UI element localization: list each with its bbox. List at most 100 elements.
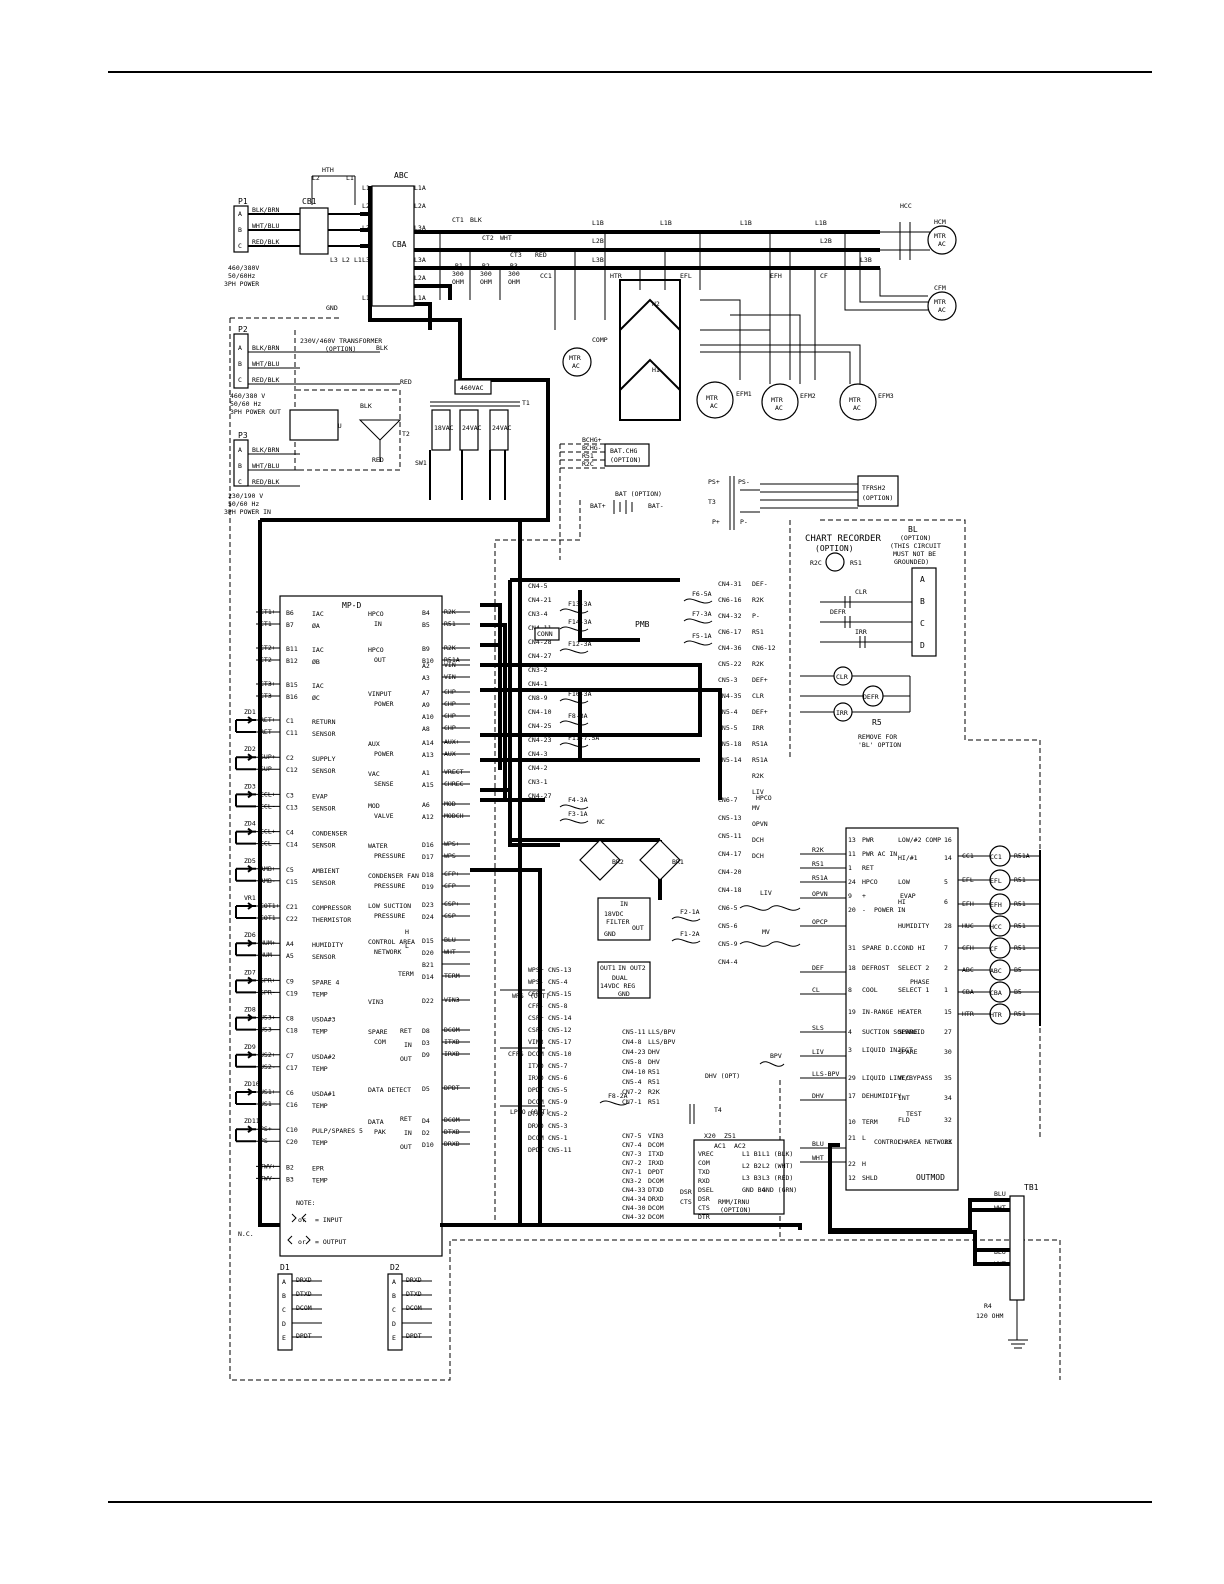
svg-text:L1B: L1B	[740, 219, 752, 227]
mpd-input-name: USDA#2	[312, 1053, 336, 1061]
outmod-pin-label: LOW/#2 COMP	[898, 836, 941, 844]
mpd-output-sub: VALVE	[374, 812, 394, 820]
fuse-label: F14-3A	[568, 618, 592, 626]
cn7-signal-label: DTXD	[648, 1186, 664, 1194]
svg-text:DEFR: DEFR	[863, 693, 879, 701]
svg-text:RED: RED	[535, 251, 547, 259]
mpd-pin-wire	[256, 979, 280, 993]
tfrsh2-option: PS+ PS- T3 P+ P- TFRSH2 (OPTION)	[708, 475, 899, 530]
bottom-wire-label: VIN3	[528, 1038, 544, 1046]
mpd-pin-label: B5	[422, 621, 430, 629]
pmb-connector-label: CN4-1	[528, 680, 548, 688]
pmb-connector-label: CN4-36	[718, 644, 742, 652]
svg-text:L3: L3	[362, 256, 370, 264]
ac-pin-label: GND B4	[742, 1186, 766, 1194]
zener-diode	[235, 1051, 256, 1068]
mpd-pin-label: C22	[286, 915, 298, 923]
pmb-signal-label: R51A	[752, 756, 768, 764]
svg-text:R51: R51	[582, 452, 594, 460]
svg-text:HPCO: HPCO	[756, 794, 772, 802]
mpd-pin-wire	[256, 1091, 280, 1105]
mpd-input-sub: TEMP	[312, 1176, 328, 1184]
svg-text:AC: AC	[572, 362, 580, 370]
svg-text:24VAC: 24VAC	[462, 424, 482, 432]
zener-diode	[235, 1013, 256, 1031]
data-port-pin: A	[282, 1278, 286, 1286]
svg-text:CFPS: CFPS	[508, 1050, 524, 1058]
mpd-pin-label: A5	[286, 952, 294, 960]
bottom-connector-label: CN5-2	[548, 1110, 568, 1118]
mpd-input-name: HUMIDITY	[312, 941, 343, 949]
pmb-connector-label: CN4-21	[528, 596, 552, 604]
mpd-pin-wire	[256, 647, 280, 661]
mpd-pin-wire	[256, 756, 280, 770]
pmb-connector-label: CN4-3	[528, 750, 548, 758]
coil-name: HTR	[990, 1011, 1002, 1019]
data-port-wire: DCOM	[296, 1304, 312, 1312]
svg-text:OUT1: OUT1	[600, 964, 616, 972]
pmb-signal-label: DEF+	[752, 708, 768, 716]
bottom-wire-label: DPDT	[528, 1086, 544, 1094]
outmod-pin-number: 10	[848, 1118, 856, 1126]
mpd-pin-label: C19	[286, 989, 298, 997]
outmod-pin-number: 20	[848, 906, 856, 914]
pmb-connector-label: CN6-16	[718, 596, 742, 604]
mpd-pin-label: A13	[422, 751, 434, 759]
mpd-pin-label: D16	[422, 841, 434, 849]
svg-text:BAT+: BAT+	[590, 502, 606, 510]
outmod-pin-label: LIQUID LINE/BYPASS	[862, 1074, 933, 1082]
outmod-wire-label: BLU	[812, 1140, 824, 1148]
svg-text:L1: L1	[362, 294, 370, 302]
outmod-pin-label: TERM	[862, 1118, 878, 1126]
outmod-pin-number: 29	[848, 1074, 856, 1082]
outmod-wire-label: R51A	[812, 874, 828, 882]
svg-text:ABC: ABC	[394, 171, 409, 180]
data-port-wire: DTXD	[296, 1290, 312, 1298]
pmb-signal-label: R2K	[752, 772, 764, 780]
svg-text:BR2: BR2	[612, 858, 624, 866]
svg-text:R51: R51	[850, 559, 862, 567]
lls-signal-label: LLS/BPV	[648, 1028, 675, 1036]
mpd-pin-label: D17	[422, 853, 434, 861]
svg-text:RED/BLK: RED/BLK	[252, 376, 279, 384]
outmod-wire-label: LIV	[812, 1048, 824, 1056]
mpd-output-name: DATA	[368, 1118, 384, 1126]
pmb-connector-label: CN4-17	[718, 850, 742, 858]
mpd-pin-label: A4	[286, 940, 294, 948]
svg-text:P3: P3	[238, 431, 248, 440]
mpd-output-sub: IN	[374, 620, 382, 628]
svg-text:OUT: OUT	[400, 1143, 412, 1151]
svg-text:TEST: TEST	[906, 1110, 922, 1118]
pmb-signal-label: DEF-	[752, 580, 768, 588]
hth-thermostat: HTH L2 L1	[311, 166, 356, 205]
zener-diode	[235, 902, 256, 919]
bottom-wire-label: WPS+	[528, 966, 544, 974]
mpd-input-sub: TEMP	[312, 1102, 328, 1110]
fuse-label: F3-1A	[568, 810, 588, 818]
mpd-pin-label: D5	[422, 1085, 430, 1093]
mpd-pin-label: D22	[422, 997, 434, 1005]
mpd-pin-label: B9	[422, 645, 430, 653]
svg-text:AC: AC	[938, 306, 946, 314]
svg-text:T2: T2	[402, 430, 410, 438]
outmod-wire-label: R51	[812, 860, 824, 868]
mpd-pin-label: B6	[286, 609, 294, 617]
svg-text:WHT/BLU: WHT/BLU	[252, 222, 279, 230]
svg-text:L1A: L1A	[414, 294, 426, 302]
mpd-pin-label: C7	[286, 1052, 294, 1060]
cn7-connector-label: CN7-4	[622, 1141, 642, 1149]
mpd-pin-label: B3	[286, 1175, 294, 1183]
data-port-pin: B	[392, 1292, 396, 1300]
pmb-connector-label: CN4-31	[718, 580, 742, 588]
outmod-pin-number: 8	[848, 986, 852, 994]
svg-text:DEFR: DEFR	[830, 608, 846, 616]
mpd-pin-label: A10	[422, 713, 434, 721]
mpd-input-name: RETURN	[312, 718, 336, 726]
zener-diode	[235, 976, 256, 994]
svg-text:DUAL: DUAL	[612, 974, 628, 982]
svg-text:C: C	[238, 478, 242, 486]
bl-option: BL (OPTION) (THIS CIRCUIT MUST NOT BE GR…	[890, 525, 941, 657]
ac-pin-label: CTS	[698, 1204, 710, 1212]
